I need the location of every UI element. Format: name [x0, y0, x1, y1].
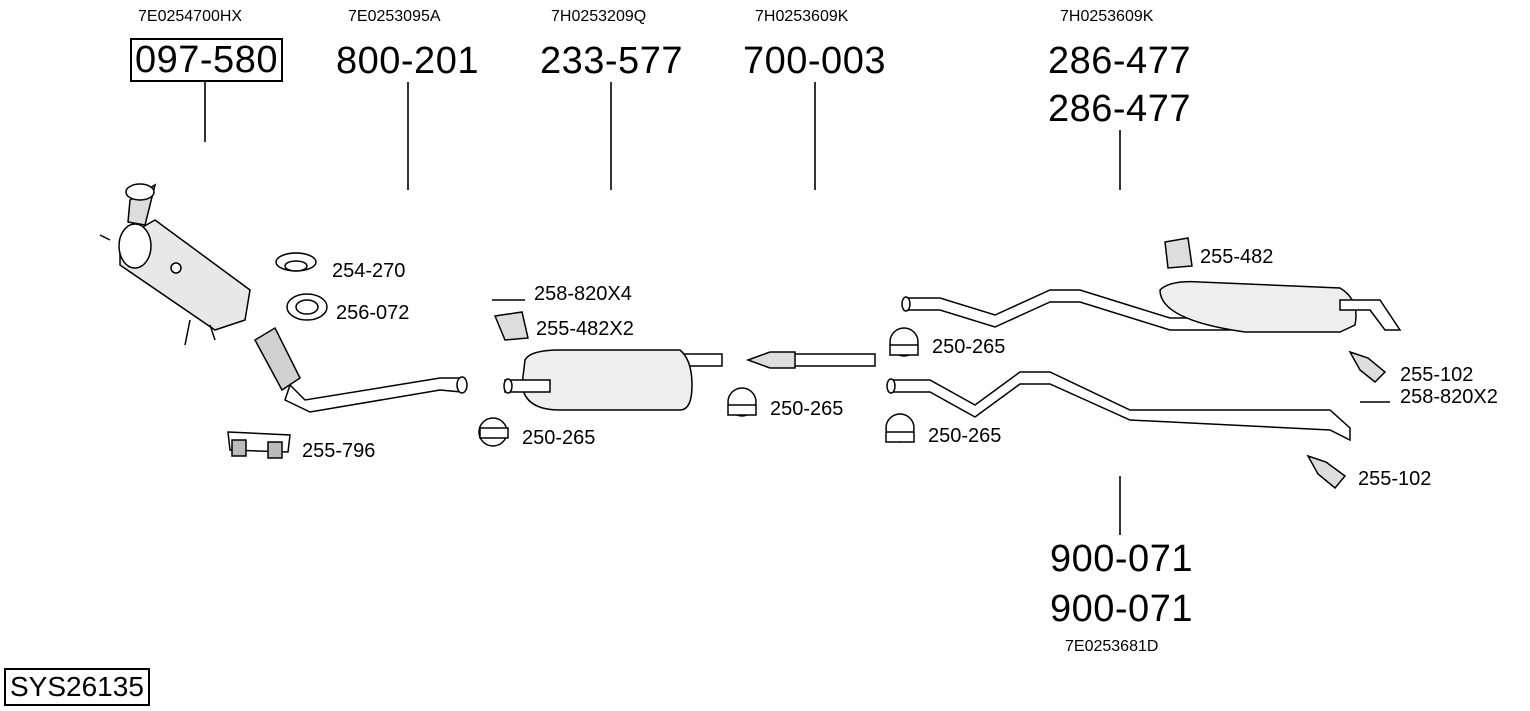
hanger-255-102-1 — [1348, 350, 1387, 384]
tail-pipe-part — [886, 371, 1351, 442]
oem-number: 7E0253681D — [1065, 638, 1159, 655]
hanger-255-482 — [1164, 237, 1193, 269]
front-pipe-part — [253, 326, 468, 413]
hanger-255-482-left — [493, 311, 529, 341]
fitting-label[interactable]: 250-265 — [928, 425, 1002, 447]
part-number-286-477[interactable]: 286-477 — [1048, 88, 1191, 130]
oem-number: 7H0253209Q — [551, 8, 647, 25]
part-number-286-477[interactable]: 286-477 — [1048, 40, 1191, 82]
clamp-250-265-2 — [727, 387, 757, 417]
hanger-255-102-2 — [1306, 454, 1347, 490]
part-number-097-580[interactable]: 097-580 — [130, 38, 283, 82]
fitting-label[interactable]: 255-482 — [1200, 246, 1274, 268]
fitting-label[interactable]: 255-102 — [1400, 364, 1474, 386]
fitting-label[interactable]: 255-482X2 — [536, 318, 634, 340]
part-number-900-071[interactable]: 900-071 — [1050, 538, 1193, 580]
oem-number: 7E0254700HX — [138, 8, 243, 25]
clamp-250-265-4 — [885, 413, 915, 443]
connector-pipe-part — [745, 351, 876, 369]
part-number-700-003[interactable]: 700-003 — [743, 40, 886, 82]
clamp-250-265-1 — [478, 417, 509, 447]
gasket-254-270 — [275, 252, 317, 272]
bracket-255-796 — [227, 431, 291, 459]
fitting-label[interactable]: 258-820X2 — [1400, 386, 1498, 408]
part-number-800-201[interactable]: 800-201 — [336, 40, 479, 82]
gasket-256-072 — [286, 293, 328, 321]
fitting-label[interactable]: 254-270 — [332, 260, 406, 282]
fitting-label[interactable]: 250-265 — [522, 427, 596, 449]
oem-number: 7H0253609K — [1060, 8, 1154, 25]
part-number-233-577[interactable]: 233-577 — [540, 40, 683, 82]
fitting-label[interactable]: 250-265 — [770, 398, 844, 420]
fitting-label[interactable]: 256-072 — [336, 302, 410, 324]
system-code: SYS26135 — [4, 668, 150, 706]
catalytic-converter-part — [99, 183, 251, 346]
oem-number: 7H0253609K — [755, 8, 849, 25]
fitting-label[interactable]: 255-796 — [302, 440, 376, 462]
clamp-250-265-3 — [889, 327, 919, 357]
fitting-label[interactable]: 258-820X4 — [534, 283, 632, 305]
part-number-900-071[interactable]: 900-071 — [1050, 588, 1193, 630]
rear-silencer-part — [901, 280, 1402, 333]
fitting-label[interactable]: 250-265 — [932, 336, 1006, 358]
middle-silencer-part — [503, 349, 723, 411]
oem-number: 7E0253095A — [348, 8, 441, 25]
fitting-label[interactable]: 255-102 — [1358, 468, 1432, 490]
